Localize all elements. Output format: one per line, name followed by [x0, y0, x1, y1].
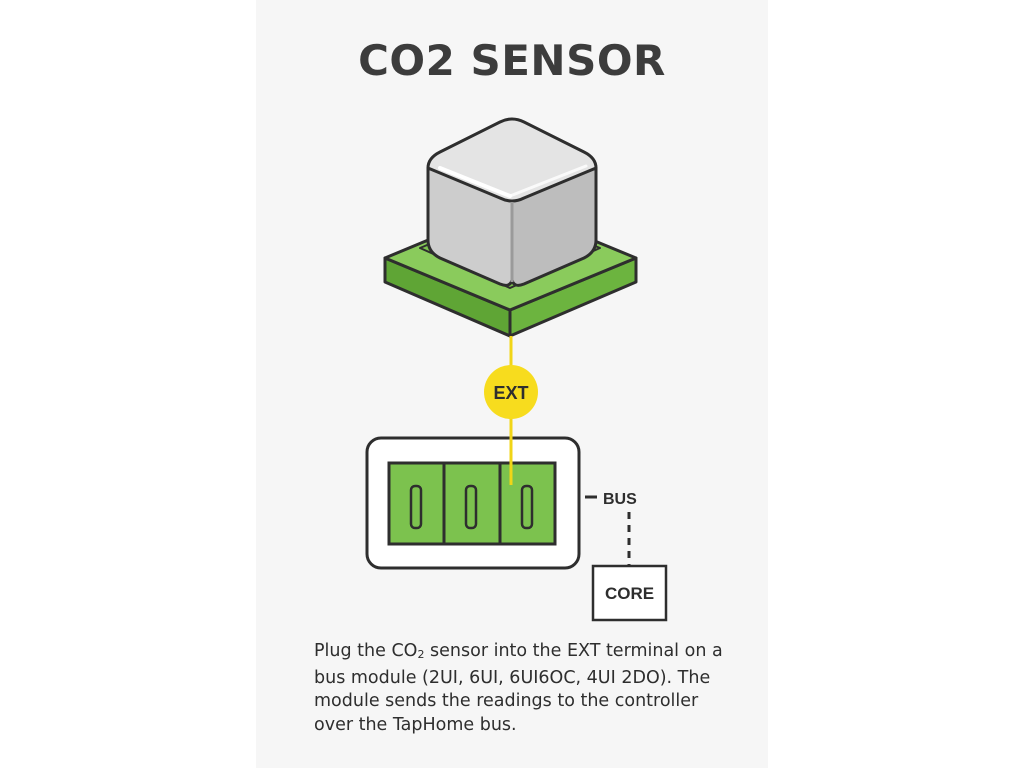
ext-badge: EXT [484, 365, 538, 419]
caption-part2: sensor into the EXT terminal on a bus mo… [314, 641, 723, 735]
bus-module [365, 436, 581, 570]
core-label: CORE [605, 584, 654, 603]
sensor-cap-right [510, 166, 598, 287]
description-text: Plug the CO2 sensor into the EXT termina… [314, 640, 734, 737]
terminal-slot [409, 484, 423, 530]
core-controller: CORE [591, 564, 668, 622]
terminal-block-icon [387, 461, 557, 546]
terminal-slot [464, 484, 478, 530]
terminal-slot [520, 484, 534, 530]
caption-subscript: 2 [417, 648, 425, 661]
bus-label: BUS [603, 491, 637, 508]
sensor-cap-highlight [438, 166, 512, 198]
ext-label: EXT [493, 383, 528, 403]
page-title: CO2 SENSOR [358, 36, 666, 85]
co2-sensor-icon [383, 117, 638, 338]
sensor-cap-highlight [508, 164, 588, 198]
caption-part1: Plug the CO [314, 641, 418, 661]
